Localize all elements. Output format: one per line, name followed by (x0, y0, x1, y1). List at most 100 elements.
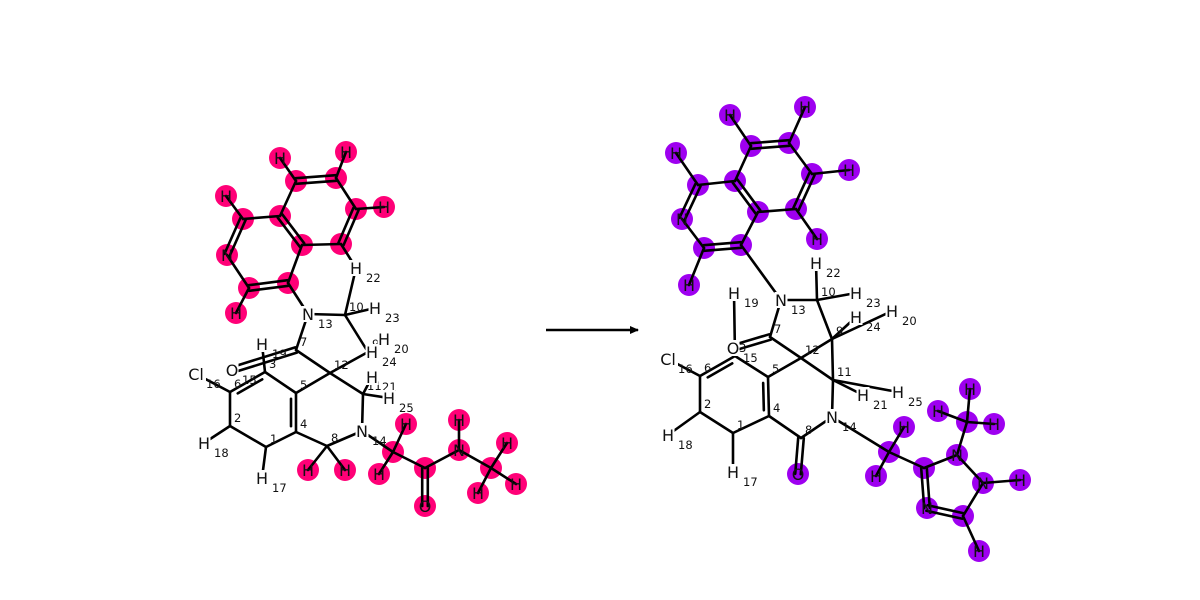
product-bond-p1-p2 (698, 410, 735, 435)
reactant-bond-r4-r1 (264, 430, 298, 449)
reactant-atom-r18: H (198, 434, 210, 453)
reactant-index-r10: 10 (349, 300, 364, 314)
reactant-bond-ra8-rh4 (334, 150, 348, 180)
product-label-bg-p20 (885, 303, 899, 319)
product-bond-pa12-pa13 (887, 450, 926, 470)
reactant-atom-rh2: H (220, 187, 232, 206)
product-bond-pa7-pa8-a (749, 144, 791, 151)
product-index-p7: 7 (774, 322, 781, 336)
product-bond-p4-p1 (731, 414, 771, 435)
product-index-p11: 11 (837, 365, 852, 379)
product-bond-p10-p9 (815, 298, 834, 341)
product-bond-pa2-pa3 (680, 217, 706, 250)
product-atom-p22: H (810, 254, 822, 273)
product-index-p25: 25 (908, 395, 923, 409)
product-atom-ph8: H (870, 467, 882, 486)
reactant-molecule: 123456789101112N13N14O15Cl16H17H18H19H20… (186, 141, 527, 517)
product-label-bg-p25 (891, 384, 905, 400)
product-index-p4: 4 (773, 401, 780, 415)
product-index-p2: 2 (704, 397, 711, 411)
reactant-bond-ra1-ra2-a (247, 278, 289, 287)
reactant-bond-r10-r9 (343, 313, 370, 354)
product-atom-p14: N (826, 408, 838, 427)
reactant-bond-ra7-ra8-b (294, 173, 338, 180)
reactant-bond-ra10-ra6 (300, 242, 343, 247)
reactant-label-bg-r14 (355, 423, 369, 439)
product-index-p21: 21 (873, 398, 888, 412)
product-atom-p18: H (662, 426, 674, 445)
product-bond-pa5-pa6-a (731, 181, 758, 215)
reactant-bond-ra5-ra7 (278, 179, 298, 218)
reactant-atom-r17: H (256, 469, 268, 488)
product-index-p5: 5 (772, 362, 779, 376)
product-bond-pa9-pa10-a (792, 171, 811, 210)
product-atom-p23: H (850, 284, 862, 303)
product-bond-pa18-ph10 (936, 409, 969, 424)
product-bond-pa2-ph1 (687, 246, 706, 287)
product-label-bg-p17 (726, 464, 740, 480)
reactant-label-bg-r15 (225, 362, 239, 378)
reactant-bond-ra15-rh13 (476, 466, 493, 495)
product-atom-pa14: N (951, 446, 963, 465)
product-bond-p3-p5 (733, 354, 770, 379)
product-label-bg-p15 (726, 340, 740, 356)
reactant-bond-ra14-ra15 (457, 448, 493, 470)
reactant-label-bg-r18 (197, 435, 211, 451)
reactant-atom-r20: H (378, 330, 390, 349)
reactant-label-bg-r22 (349, 260, 363, 276)
product-bond-p6-p3 (698, 354, 737, 378)
reactant-atom-rh13: H (472, 484, 484, 503)
product-index-p1: 1 (737, 418, 744, 432)
product-highlight-pa11 (787, 463, 809, 485)
product-bond-pa1-pa2-a (702, 240, 743, 247)
reactant-bond-r1-r2 (228, 424, 268, 449)
product-atom-ph12: H (1014, 471, 1026, 490)
product-label-bg-p23 (849, 285, 863, 301)
reactant-bond-ra3-ra4-a (228, 218, 247, 258)
product-bond-p14-pa12 (830, 415, 891, 454)
product-bond-p12-p5 (766, 356, 803, 379)
product-index-p20: 20 (902, 314, 917, 328)
reactant-atom-rh5: H (378, 198, 390, 217)
product-atom-ph10: H (932, 402, 944, 421)
product-atom-ph4: H (799, 98, 811, 117)
reactant-bond-ra9-rh5 (354, 205, 386, 211)
product-index-p18: 18 (678, 438, 693, 452)
product-atom-pa3: N (676, 210, 688, 229)
reactant-atom-rh11: H (501, 434, 513, 453)
product-bond-p12-p7 (768, 335, 803, 360)
product-bond-p6-p3-inner (706, 362, 734, 379)
product-bond-p11-p12 (799, 356, 835, 382)
product-bond-pa10-pa6 (756, 207, 798, 214)
reactant-highlight-ra13 (414, 495, 436, 517)
product-bond-pa3-pa4-b (678, 182, 697, 220)
product-bond-pa9-pa10-b (797, 173, 816, 212)
product-bond-pa4-ph2 (674, 151, 700, 187)
reactant-bond-ra12-ra14 (423, 448, 461, 470)
product-atom-ph9: H (964, 380, 976, 399)
product-atom-ph1: H (683, 276, 695, 295)
reactant-label-bg-r17 (255, 470, 269, 486)
reactant-index-r8: 8 (331, 431, 338, 445)
product-bond-pa18-ph9 (965, 387, 972, 424)
reactant-bond-ra15-rh12 (489, 466, 518, 486)
product-bond-pa14-pa18 (955, 420, 969, 457)
product-label-bg-p18 (661, 427, 675, 443)
product-index-p14: 14 (842, 420, 857, 434)
reactant-label-bg-r19 (255, 336, 269, 352)
reactant-bond-ra11-rh9 (377, 450, 395, 476)
reactant-bond-ra2-rh1 (234, 286, 251, 315)
product-bond-pa5-pa6-b (735, 178, 762, 212)
reactant-index-r5: 5 (300, 378, 307, 392)
reactant-bond-r8-rh7 (325, 444, 347, 472)
reactant-atom-ra3: N (221, 246, 233, 265)
product-bond-p8-pa11-a (793, 436, 800, 476)
reactant-bond-r4-r8 (294, 430, 329, 448)
product-index-p12: 12 (805, 343, 820, 357)
reactant-atom-r19: H (256, 335, 268, 354)
reactant-atom-rh8: H (400, 415, 412, 434)
product-label-bg-p21 (856, 387, 870, 403)
product-atom-ph5: H (843, 161, 855, 180)
reactant-index-r14: 14 (372, 434, 387, 448)
reactant-bond-ra3-ra4-b (223, 216, 242, 256)
